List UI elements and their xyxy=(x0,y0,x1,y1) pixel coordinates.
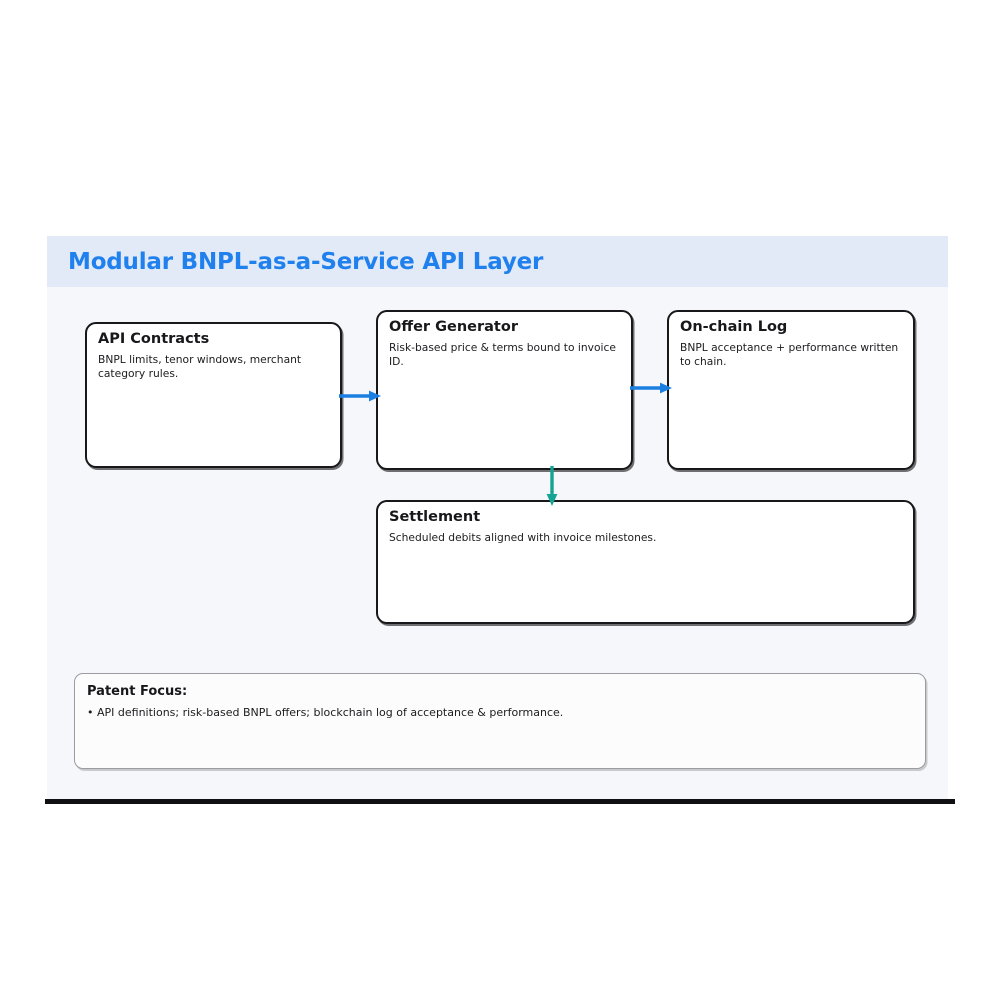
patent-focus-list: • API definitions; risk-based BNPL offer… xyxy=(87,705,913,720)
slide-panel: Modular BNPL-as-a-Service API Layer API … xyxy=(47,236,948,800)
page-title: Modular BNPL-as-a-Service API Layer xyxy=(68,249,544,275)
node-description: BNPL limits, tenor windows, merchant cat… xyxy=(98,353,302,380)
node-title: API Contracts xyxy=(98,331,210,347)
node-onchain-log[interactable]: On-chain Log BNPL acceptance + performan… xyxy=(667,310,915,470)
arrow-right-icon xyxy=(339,390,381,402)
patent-focus-card: Patent Focus: • API definitions; risk-ba… xyxy=(74,673,926,769)
arrow-down-icon xyxy=(546,466,558,506)
bottom-divider xyxy=(45,799,955,804)
node-title: Settlement xyxy=(389,509,481,525)
node-title: Offer Generator xyxy=(389,319,518,335)
node-title: On-chain Log xyxy=(680,319,788,335)
header-band: Modular BNPL-as-a-Service API Layer xyxy=(47,236,948,287)
patent-focus-item: • API definitions; risk-based BNPL offer… xyxy=(87,706,564,719)
node-description: Scheduled debits aligned with invoice mi… xyxy=(389,531,657,544)
node-api-contracts[interactable]: API Contracts BNPL limits, tenor windows… xyxy=(85,322,342,468)
node-offer-generator[interactable]: Offer Generator Risk-based price & terms… xyxy=(376,310,633,470)
node-settlement[interactable]: Settlement Scheduled debits aligned with… xyxy=(376,500,915,624)
node-description: BNPL acceptance + performance written to… xyxy=(680,341,899,368)
node-description: Risk-based price & terms bound to invoic… xyxy=(389,341,616,368)
patent-focus-title: Patent Focus: xyxy=(87,684,188,699)
arrow-right-icon xyxy=(630,382,672,394)
